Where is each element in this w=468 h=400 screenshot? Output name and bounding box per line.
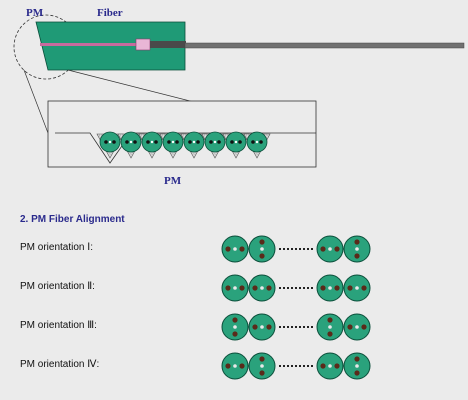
stress-rod	[266, 285, 272, 291]
stress-rod	[175, 140, 179, 144]
stress-rod	[259, 239, 265, 245]
v-groove-array	[96, 131, 271, 159]
stress-rod	[133, 140, 137, 144]
stress-rod	[334, 363, 340, 369]
stress-rod	[252, 324, 258, 330]
orientation-label: PM orientation Ⅰ:	[20, 242, 93, 253]
orientation-label: PM orientation Ⅳ:	[20, 359, 100, 370]
stress-rod	[225, 363, 231, 369]
fiber-core	[328, 286, 332, 290]
stress-rod	[320, 285, 326, 291]
stress-rod	[354, 253, 360, 259]
array-pm-label: PM	[164, 175, 182, 187]
stress-rod	[320, 363, 326, 369]
stress-rod	[225, 246, 231, 252]
stress-rod	[167, 140, 171, 144]
stress-rod	[196, 140, 200, 144]
stress-rod	[239, 363, 245, 369]
stress-rod	[259, 253, 265, 259]
stress-rod	[347, 324, 353, 330]
stress-rod	[361, 324, 367, 330]
fiber-label: Fiber	[97, 7, 123, 19]
stress-rod	[327, 317, 333, 323]
stress-rod	[334, 285, 340, 291]
stress-rod	[266, 324, 272, 330]
fiber-boot	[135, 38, 151, 51]
stress-rod	[125, 140, 129, 144]
fiber-core	[260, 364, 264, 368]
orientation-row: PM orientation Ⅳ:	[0, 350, 468, 382]
fiber-core	[108, 140, 112, 144]
stress-rod	[347, 285, 353, 291]
fiber-core	[355, 286, 359, 290]
stress-rod	[238, 140, 242, 144]
fiber-pair-row	[221, 274, 371, 302]
stress-rod	[217, 140, 221, 144]
fiber-core	[355, 364, 359, 368]
stress-rod	[239, 246, 245, 252]
stress-rod	[239, 285, 245, 291]
stress-rod	[146, 140, 150, 144]
fiber-core	[260, 286, 264, 290]
stress-rod	[112, 140, 116, 144]
fiber-core	[150, 140, 154, 144]
fiber-pair-row	[221, 313, 371, 341]
stress-rod	[209, 140, 213, 144]
fiber-core	[260, 325, 264, 329]
fiber-pair-row	[221, 235, 371, 263]
fiber-core	[192, 140, 196, 144]
fiber-core	[233, 286, 237, 290]
stress-rod	[354, 239, 360, 245]
fiber-ribbon	[40, 43, 140, 46]
orientation-label: PM orientation Ⅲ:	[20, 320, 97, 331]
orientation-row: PM orientation Ⅰ:	[0, 233, 468, 265]
section-heading: 2. PM Fiber Alignment	[20, 214, 125, 225]
fiber-cable-tail	[184, 42, 465, 49]
fiber-core	[129, 140, 133, 144]
stress-rod	[225, 285, 231, 291]
stress-rod	[320, 246, 326, 252]
orientation-row: PM orientation Ⅱ:	[0, 272, 468, 304]
stress-rod	[251, 140, 255, 144]
fiber-pair-row	[221, 352, 371, 380]
stress-rod	[188, 140, 192, 144]
stress-rod	[154, 140, 158, 144]
fiber-core	[328, 247, 332, 251]
fiber-core	[355, 325, 359, 329]
fiber-core	[234, 140, 238, 144]
stress-rod	[334, 246, 340, 252]
stress-rod	[232, 317, 238, 323]
orientation-label: PM orientation Ⅱ:	[20, 281, 95, 292]
fiber-core	[328, 325, 332, 329]
fiber-core	[213, 140, 217, 144]
fiber-core	[355, 247, 359, 251]
fiber-core	[328, 364, 332, 368]
fiber-core	[171, 140, 175, 144]
stress-rod	[354, 356, 360, 362]
zoom-line-left	[23, 69, 49, 134]
fiber-core	[233, 325, 237, 329]
stress-rod	[259, 356, 265, 362]
stress-rod	[327, 331, 333, 337]
stress-rod	[230, 140, 234, 144]
fiber-core	[233, 364, 237, 368]
stress-rod	[232, 331, 238, 337]
fiber-core	[255, 140, 259, 144]
stress-rod	[259, 370, 265, 376]
fiber-cable	[150, 41, 186, 48]
orientation-row: PM orientation Ⅲ:	[0, 311, 468, 343]
stress-rod	[354, 370, 360, 376]
fiber-core	[233, 247, 237, 251]
stress-rod	[104, 140, 108, 144]
stress-rod	[361, 285, 367, 291]
stress-rod	[252, 285, 258, 291]
pm-label: PM	[26, 7, 44, 19]
fiber-array-diagram: PM Fiber PM	[13, 7, 465, 187]
stress-rod	[259, 140, 263, 144]
fiber-core	[260, 247, 264, 251]
